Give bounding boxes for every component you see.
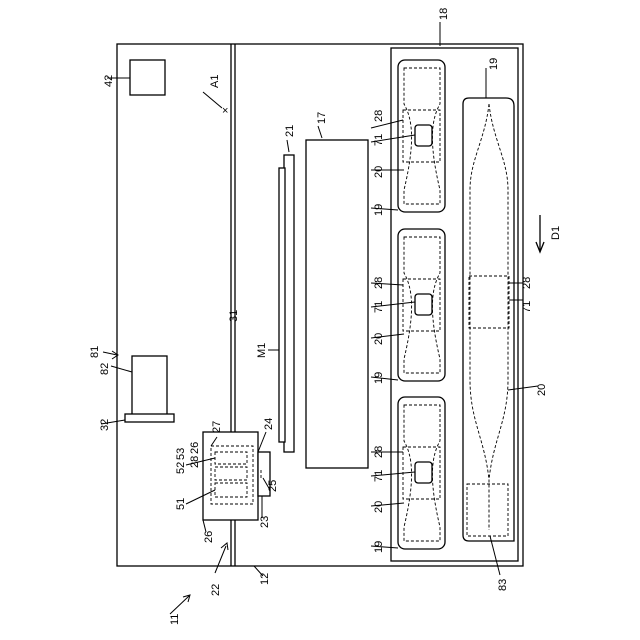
label-71-bottom: 71: [373, 470, 385, 482]
label-26-inner: 26: [189, 442, 201, 454]
label-19-top: 19: [373, 204, 385, 216]
chip-28-bottom: [415, 462, 432, 483]
label-19-mid: 19: [373, 372, 385, 384]
label-28-mid: 28: [373, 277, 385, 289]
label-28-bottom: 28: [373, 446, 385, 458]
label-28-unit: 28: [189, 456, 201, 468]
component-32: [125, 414, 174, 422]
label-23: 23: [259, 516, 271, 528]
label-20-top: 20: [373, 166, 385, 178]
cartridge-top: [398, 60, 445, 212]
label-28-large: 28: [521, 277, 533, 289]
cartridge-mid: [398, 229, 445, 381]
label-11: 11: [169, 614, 181, 625]
label-83: 83: [497, 579, 509, 591]
label-22: 22: [210, 584, 222, 596]
cartridge-large: [463, 98, 514, 541]
label-21: 21: [284, 125, 296, 137]
component-42: [130, 60, 165, 95]
label-19-large: 19: [488, 58, 500, 70]
label-a1: A1: [209, 75, 221, 88]
label-20-bottom: 20: [373, 501, 385, 513]
arrow-22-line: [215, 546, 226, 573]
label-51: 51: [175, 498, 187, 510]
label-28-top: 28: [373, 110, 385, 122]
component-82: [132, 356, 167, 416]
medium-m1: [279, 168, 285, 442]
label-24: 24: [263, 418, 275, 430]
label-31: 31: [228, 310, 240, 322]
label-71-large: 71: [521, 301, 533, 313]
component-17: [306, 140, 368, 468]
bag-20-mid: [404, 237, 440, 373]
label-19-bottom: 19: [373, 541, 385, 553]
label-d1: D1: [550, 226, 562, 240]
label-20-large: 20: [536, 384, 548, 396]
bag-20-large-right: [489, 104, 508, 480]
label-52: 52: [175, 462, 187, 474]
label-71-mid: 71: [373, 301, 385, 313]
label-26: 26: [203, 531, 215, 543]
bag-20-large-left: [470, 104, 489, 530]
label-17: 17: [316, 112, 328, 124]
chip-28-top: [415, 125, 432, 146]
label-82: 82: [99, 363, 111, 375]
cartridge-19-top: [398, 60, 445, 212]
cartridge-19-mid: [398, 229, 445, 381]
marker-a1-cross: ×: [222, 105, 228, 117]
arrow-11-line: [170, 596, 189, 614]
label-27: 27: [211, 421, 223, 433]
label-20-mid: 20: [373, 333, 385, 345]
label-18: 18: [438, 8, 450, 20]
label-71-top: 71: [373, 134, 385, 146]
chip-28-mid: [415, 294, 432, 315]
chip-71-large: [469, 276, 509, 328]
label-25: 25: [267, 480, 279, 492]
label-m1: M1: [256, 343, 268, 358]
label-42: 42: [103, 75, 115, 87]
label-81: 81: [89, 346, 101, 358]
part-83: [467, 484, 508, 536]
label-32: 32: [99, 419, 111, 431]
label-12: 12: [259, 573, 271, 585]
label-53: 53: [175, 448, 187, 460]
